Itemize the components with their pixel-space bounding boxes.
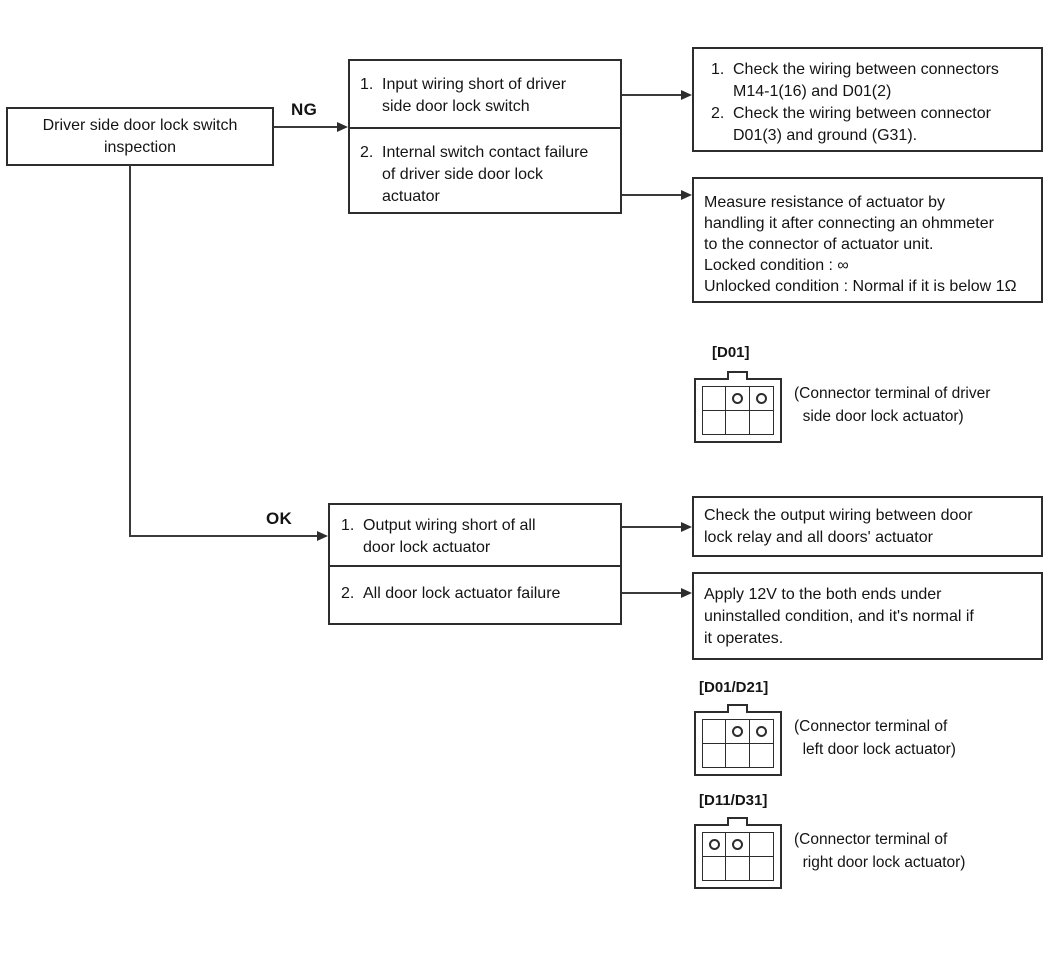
item-number: 1. (341, 517, 355, 534)
ng-arrowhead-icon (337, 122, 348, 132)
item-text: All door lock actuator failure (363, 585, 561, 602)
connector-d11-d31-caption: (Connector terminal of right door lock a… (794, 831, 966, 871)
connector-d01-caption: (Connector terminal of driver side door … (794, 385, 991, 425)
connector-cell (703, 387, 727, 411)
ok-causes-box: 1. Output wiring short of all door lock … (328, 503, 622, 625)
branch-vertical-line (129, 165, 131, 537)
ok-label: OK (266, 509, 293, 528)
connector-d01-figure (694, 371, 782, 443)
item-text: Internal switch contact failure of drive… (382, 144, 589, 205)
connector-cell (726, 743, 750, 767)
item-number: 1. (711, 61, 725, 78)
connector-d01-label: [D01] (712, 344, 750, 361)
list-item: 1. Output wiring short of all door lock … (341, 515, 614, 559)
ng-action2-arrow-line (622, 194, 681, 196)
item-number: 2. (711, 105, 725, 122)
connector-cell (703, 743, 727, 767)
ng-action2-text: Measure resistance of actuator by handli… (704, 194, 1017, 295)
item-number: 2. (341, 585, 355, 602)
ok-cause-2: 2. All door lock actuator failure (330, 567, 620, 623)
ok-action1-box: Check the output wiring between door loc… (692, 496, 1043, 557)
ng-action2-arrowhead-icon (681, 190, 692, 200)
list-item: 2. Internal switch contact failure of dr… (360, 142, 614, 208)
ng-causes-box: 1. Input wiring short of driver side doo… (348, 59, 622, 214)
connector-cell (750, 744, 773, 768)
connector-d11-d31-figure (694, 817, 782, 889)
connector-cell (726, 410, 750, 434)
terminal-hole (708, 838, 720, 850)
connector-d11-d31-label: [D11/D31] (699, 792, 768, 809)
ng-arrow-line (274, 126, 338, 128)
list-item: 2. Check the wiring between connector D0… (711, 103, 1037, 147)
ng-action1-box: 1. Check the wiring between connectors M… (692, 47, 1043, 152)
connector-d01-d21-figure (694, 704, 782, 776)
terminal-hole (755, 392, 767, 404)
item-number: 2. (360, 144, 374, 161)
connector-tab (727, 817, 748, 826)
list-item: 1. Check the wiring between connectors M… (711, 59, 1037, 103)
list-item: 1. Input wiring short of driver side doo… (360, 74, 614, 118)
connector-cell (726, 856, 750, 880)
item-text: Check the wiring between connectors M14-… (733, 61, 999, 100)
connector-cell (703, 856, 727, 880)
ok-cause-1: 1. Output wiring short of all door lock … (330, 505, 620, 567)
connector-cell (750, 857, 773, 881)
connector-cell (703, 410, 727, 434)
ok-action2-arrowhead-icon (681, 588, 692, 598)
item-number: 1. (360, 76, 374, 93)
terminal-hole (755, 725, 767, 737)
connector-cell (726, 720, 750, 744)
connector-cell (749, 387, 773, 411)
ng-action1-arrowhead-icon (681, 90, 692, 100)
connector-cell (750, 411, 773, 435)
start-box: Driver side door lock switch inspection (6, 107, 274, 166)
list-item: 2. All door lock actuator failure (341, 583, 614, 605)
ok-action2-arrow-line (622, 592, 681, 594)
ok-action1-arrow-line (622, 526, 681, 528)
ng-cause-2: 2. Internal switch contact failure of dr… (350, 129, 620, 212)
connector-cell (703, 720, 727, 744)
connector-grid (702, 719, 774, 768)
ok-arrowhead-icon (317, 531, 328, 541)
ng-cause-1: 1. Input wiring short of driver side doo… (350, 61, 620, 129)
ng-action1-arrow-line (622, 94, 681, 96)
connector-tab (727, 704, 748, 713)
item-text: Check the wiring between connector D01(3… (733, 105, 991, 144)
start-box-label: Driver side door lock switch inspection (42, 116, 238, 156)
item-text: Input wiring short of driver side door l… (382, 76, 567, 115)
connector-cell (703, 833, 727, 857)
connector-cell (726, 387, 750, 411)
connector-cell (726, 833, 750, 857)
ok-action1-text: Check the output wiring between door loc… (704, 507, 973, 546)
connector-grid (702, 386, 774, 435)
ok-arrow-line (129, 535, 318, 537)
connector-d01-d21-label: [D01/D21] (699, 679, 769, 696)
connector-cell (749, 720, 773, 744)
ng-label: NG (291, 100, 318, 119)
terminal-hole (731, 392, 743, 404)
ok-action2-text: Apply 12V to the both ends under uninsta… (704, 586, 974, 647)
terminal-hole (731, 725, 743, 737)
connector-d01-d21-caption: (Connector terminal of left door lock ac… (794, 718, 956, 758)
ng-action2-box: Measure resistance of actuator by handli… (692, 177, 1043, 303)
connector-grid (702, 832, 774, 881)
ok-action1-arrowhead-icon (681, 522, 692, 532)
connector-tab (727, 371, 748, 380)
item-text: Output wiring short of all door lock act… (363, 517, 536, 556)
ok-action2-box: Apply 12V to the both ends under uninsta… (692, 572, 1043, 660)
connector-cell (749, 833, 773, 857)
terminal-hole (731, 838, 743, 850)
